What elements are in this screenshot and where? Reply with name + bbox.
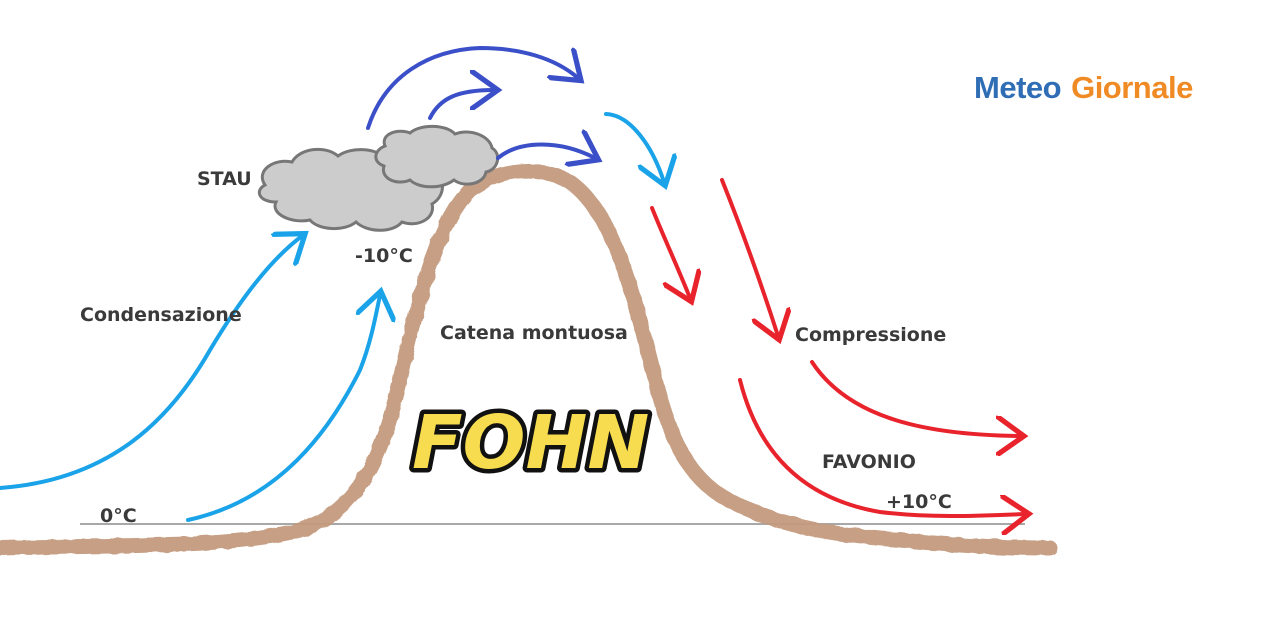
mountain-label: Catena montuosa	[440, 322, 628, 344]
temperature-base-label: 0°C	[100, 505, 137, 527]
upper-air-arrow-3	[496, 145, 595, 159]
mountain-profile	[0, 163, 1058, 556]
brand-word-giornale: Giornale	[1071, 70, 1193, 105]
upper-air-arrow-1	[366, 45, 578, 130]
stau-cloud	[257, 124, 500, 232]
brand-word-meteo: Meteo	[974, 70, 1062, 105]
descending-air-arrow	[604, 112, 664, 182]
upper-air-arrow-2	[428, 90, 494, 120]
temperature-top-label: -10°C	[355, 245, 413, 267]
compression-label: Compressione	[795, 324, 946, 346]
stau-label: STAU	[197, 168, 252, 190]
brand-logo: Meteo Giornale	[974, 70, 1193, 106]
temperature-lee-label: +10°C	[886, 491, 952, 513]
warm-air-arrow-3	[810, 360, 1020, 436]
warm-air-arrow-2	[720, 178, 778, 336]
rising-air-arrow-1	[0, 236, 302, 490]
warm-air-arrow-4	[738, 378, 1025, 516]
condensation-label: Condensazione	[80, 304, 242, 326]
favonio-label: FAVONIO	[822, 451, 916, 473]
fohn-title: FOHN	[412, 400, 649, 486]
rising-air-arrow-2	[186, 295, 380, 522]
warm-air-arrow-1	[650, 206, 690, 298]
